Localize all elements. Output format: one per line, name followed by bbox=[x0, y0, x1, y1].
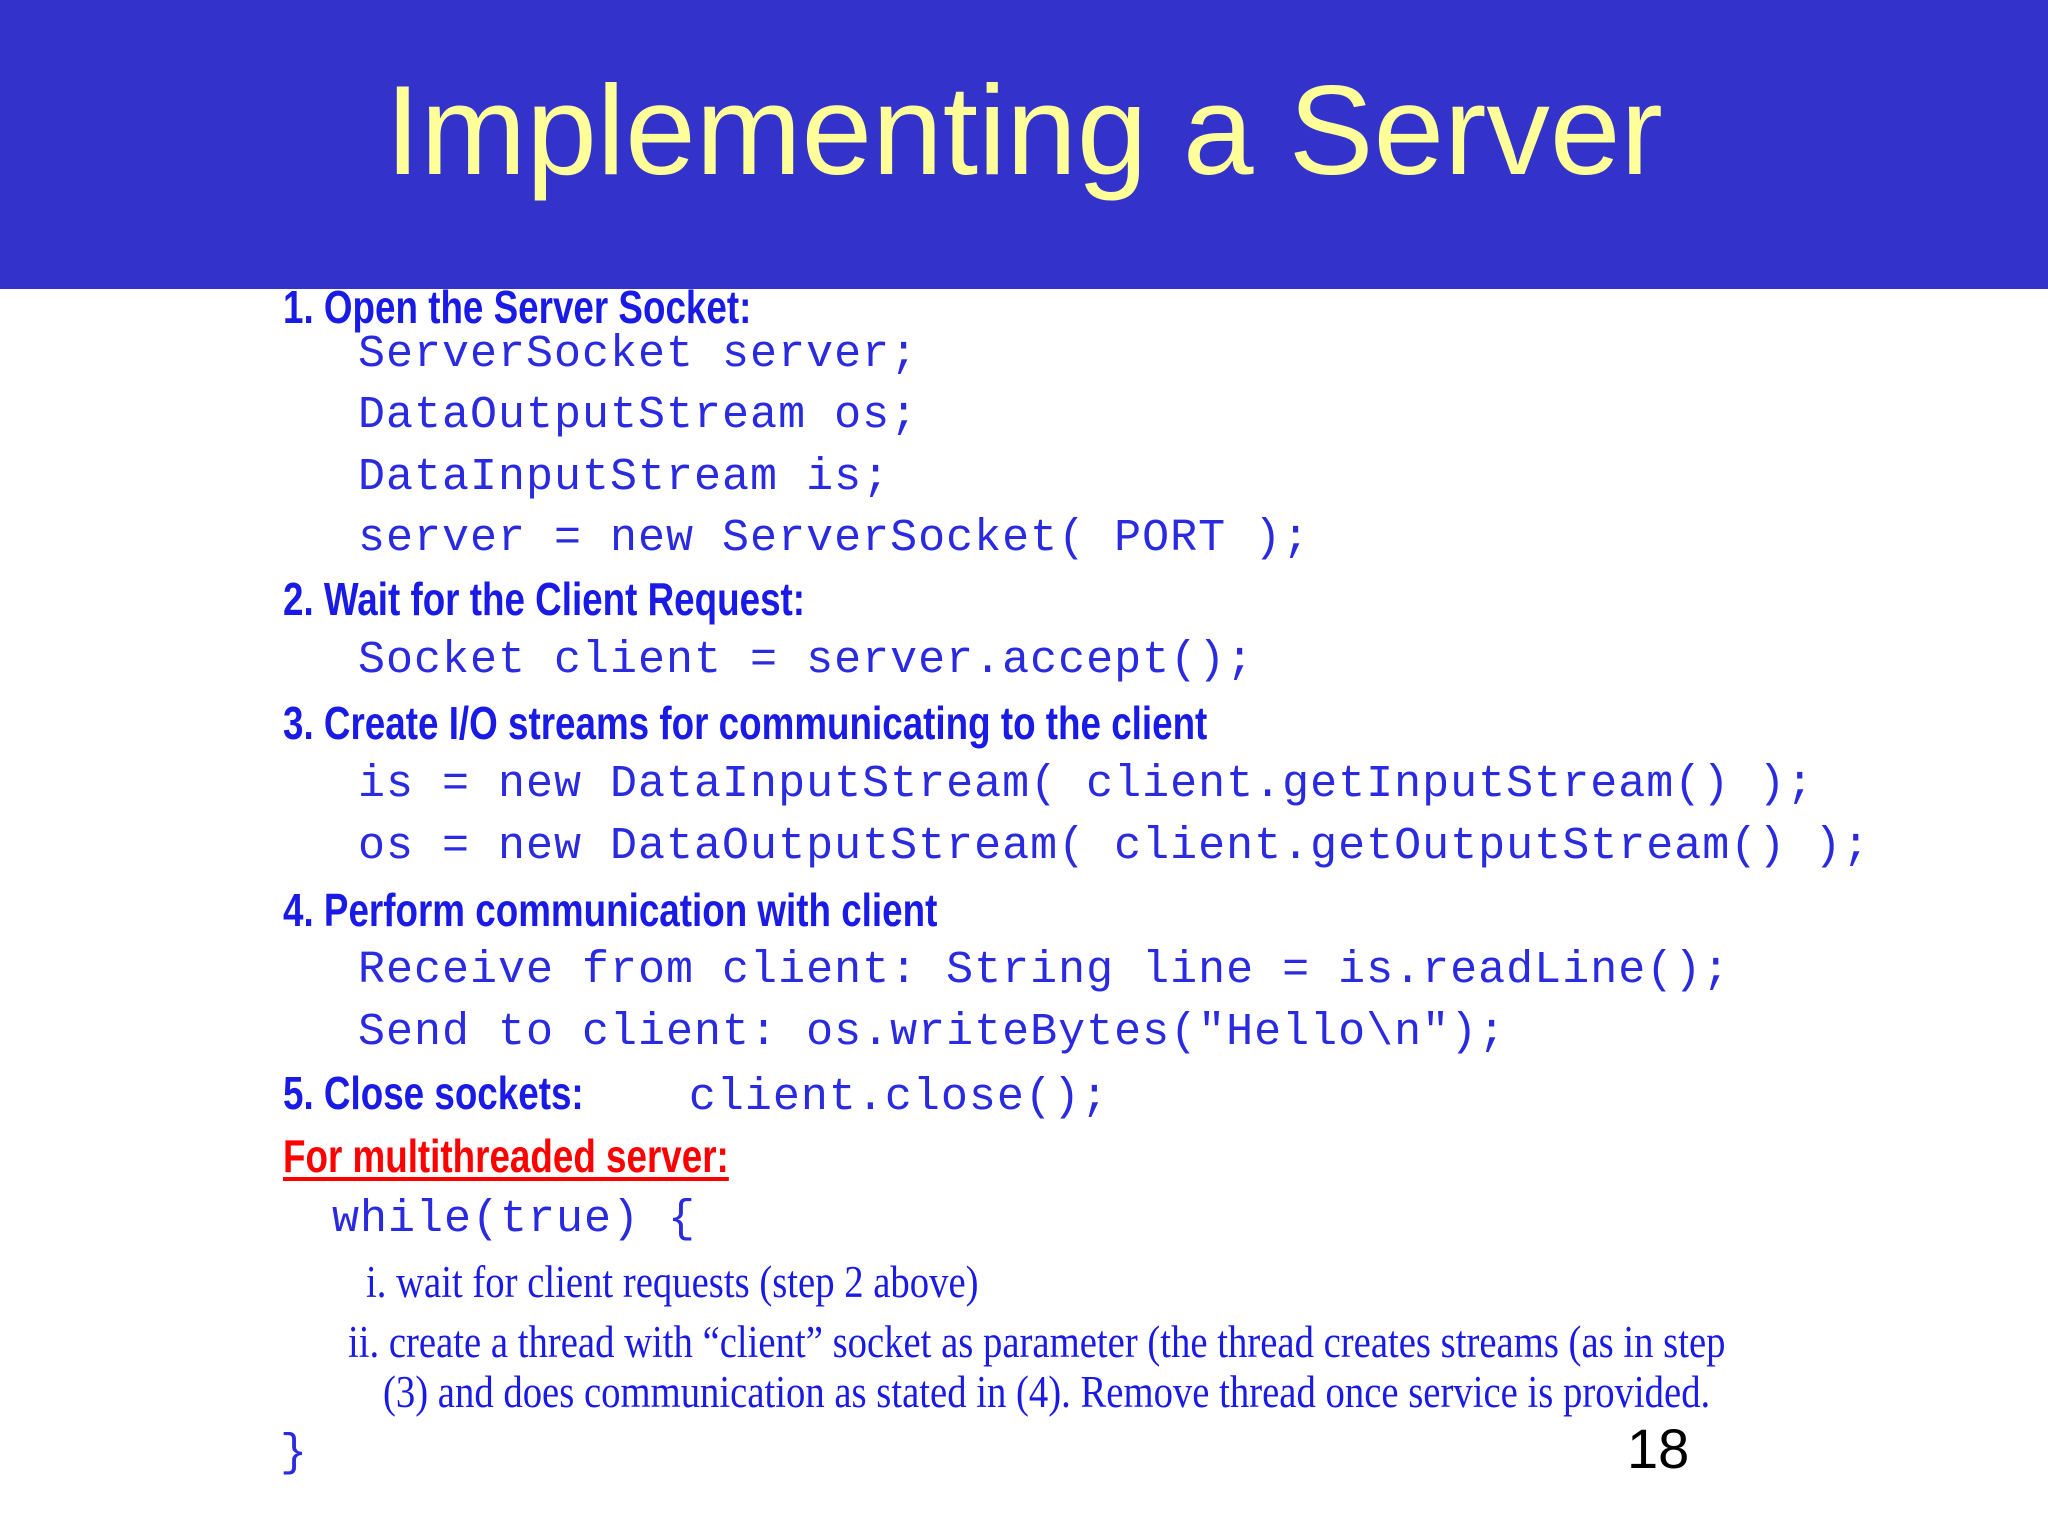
code-line-while-open: while(true) { bbox=[332, 1194, 697, 1245]
step-heading-4: 4. Perform communication with client bbox=[283, 884, 938, 936]
code-line-server-accept: Socket client = server.accept(); bbox=[358, 635, 1255, 686]
code-inline-client-close: client.close(); bbox=[688, 1072, 1109, 1123]
code-line-server-socket-new: server = new ServerSocket( PORT ); bbox=[358, 513, 1311, 564]
code-line-receive-from-client: Receive from client: String line = is.re… bbox=[358, 945, 1731, 996]
code-line-output-stream-decl: DataOutputStream os; bbox=[358, 390, 919, 441]
multithreaded-item-i: i. wait for client requests (step 2 abov… bbox=[366, 1257, 979, 1307]
code-line-send-to-client: Send to client: os.writeBytes("Hello\n")… bbox=[358, 1007, 1507, 1058]
step-heading-2: 2. Wait for the Client Request: bbox=[283, 573, 806, 625]
multithreaded-item-ii-line2: (3) and does communication as stated in … bbox=[383, 1367, 1711, 1417]
code-line-server-socket-decl: ServerSocket server; bbox=[358, 329, 919, 380]
code-line-get-input-stream: is = new DataInputStream( client.getInpu… bbox=[358, 759, 1815, 810]
page-number: 18 bbox=[1627, 1417, 1690, 1480]
multithreaded-heading: For multithreaded server: bbox=[283, 1130, 729, 1182]
step-heading-3: 3. Create I/O streams for communicating … bbox=[283, 697, 1208, 749]
code-line-while-close: } bbox=[280, 1428, 309, 1479]
page-title: Implementing a Server bbox=[385, 59, 1663, 201]
code-line-get-output-stream: os = new DataOutputStream( client.getOut… bbox=[358, 821, 1871, 872]
slide-header-bar: Implementing a Server bbox=[0, 0, 2048, 289]
step-heading-5: 5. Close sockets: bbox=[283, 1067, 584, 1119]
step-row-5: 5. Close sockets: client.close(); bbox=[283, 1067, 1109, 1123]
slide-content: 1. Open the Server Socket: ServerSocket … bbox=[0, 281, 2048, 1536]
step-heading-1: 1. Open the Server Socket: bbox=[283, 281, 752, 333]
multithreaded-item-ii-line1: ii. create a thread with “client” socket… bbox=[348, 1317, 1726, 1367]
code-line-input-stream-decl: DataInputStream is; bbox=[358, 452, 891, 503]
